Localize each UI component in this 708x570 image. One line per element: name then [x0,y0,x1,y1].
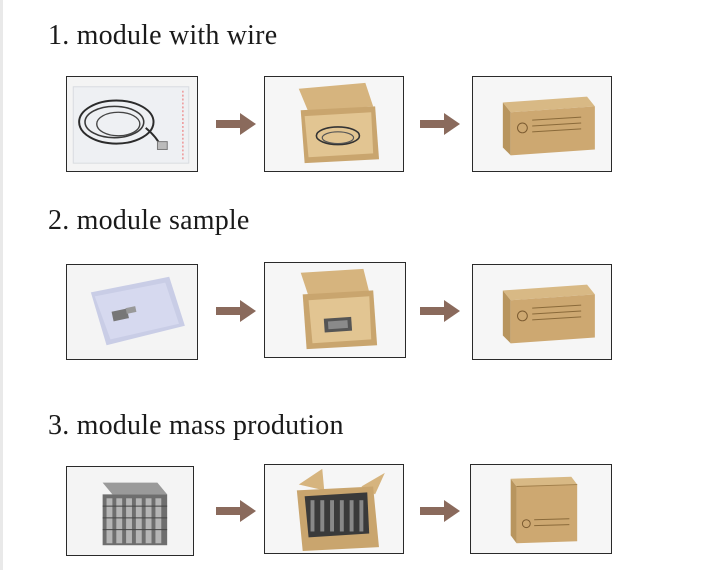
right-arrow-icon [216,113,256,135]
photo-mass-production-closed-box [470,464,612,554]
photo-wire-module-open-box [264,76,404,172]
section-title-module-with-wire: 1. module with wire [48,20,278,51]
right-arrow-icon [420,113,460,135]
photo-sample-module-in-bag [66,264,198,360]
photo-mass-production-module-stack [66,466,194,556]
right-arrow-icon [216,500,256,522]
photo-wire-module-closed-box [472,76,612,172]
section-title-module-sample: 2. module sample [48,205,250,236]
photo-sample-module-open-box [264,262,406,358]
page-edge-line [0,0,3,570]
photo-sample-module-closed-box [472,264,612,360]
section-title-module-mass-prodution: 3. module mass prodution [48,410,344,441]
right-arrow-icon [216,300,256,322]
right-arrow-icon [420,300,460,322]
photo-mass-production-open-box [264,464,404,554]
photo-wire-module-in-bag [66,76,198,172]
right-arrow-icon [420,500,460,522]
